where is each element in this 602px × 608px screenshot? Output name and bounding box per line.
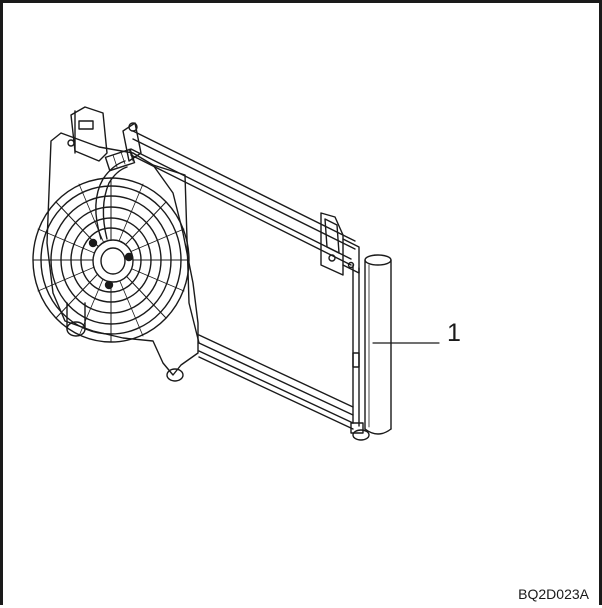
cooling-fan	[32, 177, 190, 343]
condenser-fan-assembly-illustration	[32, 106, 440, 441]
condenser-core	[130, 130, 364, 434]
callout-number-1: 1	[447, 319, 461, 347]
receiver-drier	[352, 254, 392, 441]
fan-motor-harness	[95, 148, 136, 240]
figure-code: BQ2D023A	[518, 586, 589, 602]
condenser-mount-bracket-right	[320, 212, 360, 276]
